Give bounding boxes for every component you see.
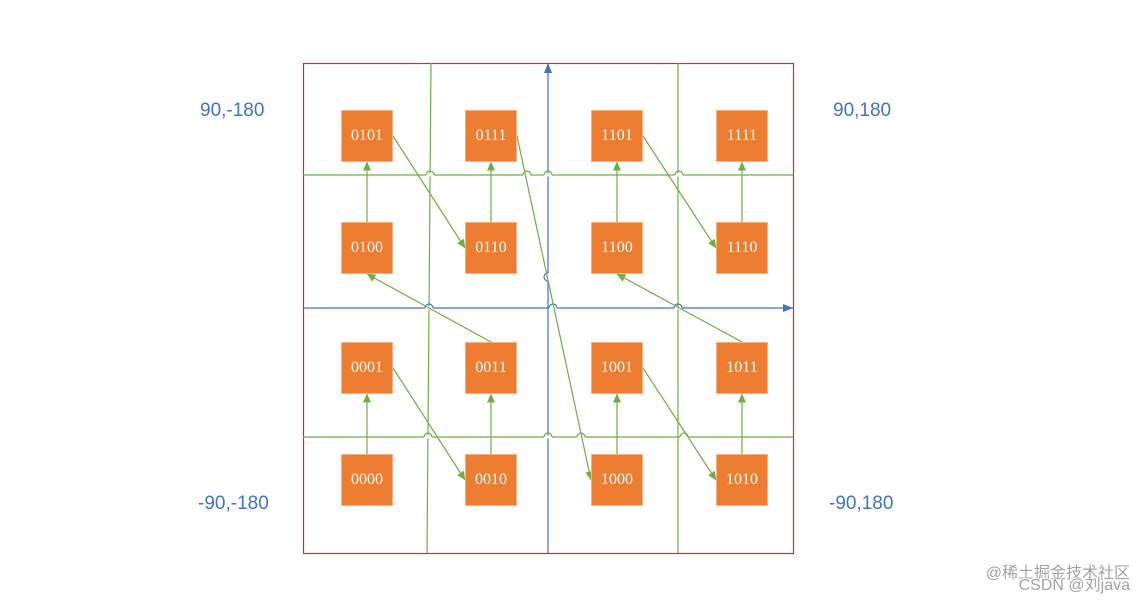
line-jump bbox=[674, 170, 684, 176]
cell-label: 0001 bbox=[351, 359, 383, 376]
grid-cell-1101: 1101 bbox=[591, 110, 643, 162]
cell-label: 0101 bbox=[351, 127, 383, 144]
corner-label-bottom-left: -90,-180 bbox=[198, 493, 269, 514]
line-jump bbox=[425, 170, 435, 176]
line-jump bbox=[673, 303, 683, 309]
grid-cell-0000: 0000 bbox=[341, 454, 393, 506]
corner-label-bottom-right: -90,180 bbox=[829, 493, 894, 514]
grid-cell-1000: 1000 bbox=[591, 454, 643, 506]
line-jump bbox=[543, 170, 553, 176]
corner-label-top-right: 90,180 bbox=[833, 100, 892, 121]
arrow-0001-to-0010 bbox=[392, 367, 466, 481]
grid-cell-1010: 1010 bbox=[716, 454, 768, 506]
line-jumps bbox=[423, 170, 689, 439]
cell-label: 1111 bbox=[726, 127, 758, 144]
grid-cell-0010: 0010 bbox=[465, 454, 517, 506]
corner-label-top-left: 90,-180 bbox=[200, 100, 265, 121]
line-jump bbox=[423, 432, 433, 438]
arrow-0101-to-0110 bbox=[392, 135, 466, 249]
grid-cell-0100: 0100 bbox=[341, 222, 393, 274]
grid-cell-1111: 1111 bbox=[716, 110, 768, 162]
grid-cell-0001: 0001 bbox=[341, 342, 393, 394]
cell-label: 1010 bbox=[726, 471, 758, 488]
cell-label: 1000 bbox=[601, 471, 633, 488]
cell-label: 1101 bbox=[601, 127, 633, 144]
cell-label: 0111 bbox=[475, 127, 507, 144]
grid-cell-0101: 0101 bbox=[341, 110, 393, 162]
cell-label: 1100 bbox=[601, 239, 633, 256]
watermark-site: @稀土掘金技术社区 bbox=[985, 565, 1130, 582]
grid-cell-1100: 1100 bbox=[591, 222, 643, 274]
grid-cell-1011: 1011 bbox=[716, 342, 768, 394]
grid-cell-0011: 0011 bbox=[465, 342, 517, 394]
cell-label: 0000 bbox=[351, 471, 383, 488]
cell-label: 0010 bbox=[475, 471, 507, 488]
cell-label: 0100 bbox=[351, 239, 383, 256]
line-jump bbox=[543, 432, 553, 438]
arrow-1101-to-1110 bbox=[642, 135, 717, 249]
grid-cell-0110: 0110 bbox=[465, 222, 517, 274]
grid-cell-1001: 1001 bbox=[591, 342, 643, 394]
cell-label: 1001 bbox=[601, 359, 633, 376]
arrow-1001-to-1010 bbox=[642, 367, 717, 481]
arrow-1011-to-1100 bbox=[616, 273, 743, 343]
cell-label: 0110 bbox=[475, 239, 507, 256]
cell-label: 1110 bbox=[726, 239, 758, 256]
z-curve-arrows bbox=[363, 135, 746, 481]
cell-label: 1011 bbox=[726, 359, 758, 376]
grid-cell-1110: 1110 bbox=[716, 222, 768, 274]
line-jump bbox=[522, 170, 532, 176]
line-jump bbox=[424, 303, 434, 309]
cell-label: 0011 bbox=[475, 359, 507, 376]
watermark-author: CSDN @刘java bbox=[1018, 577, 1130, 594]
grid-cell-0111: 0111 bbox=[465, 110, 517, 162]
arrow-0111-to-1000 bbox=[516, 135, 594, 481]
arrow-0011-to-0100 bbox=[366, 273, 492, 343]
